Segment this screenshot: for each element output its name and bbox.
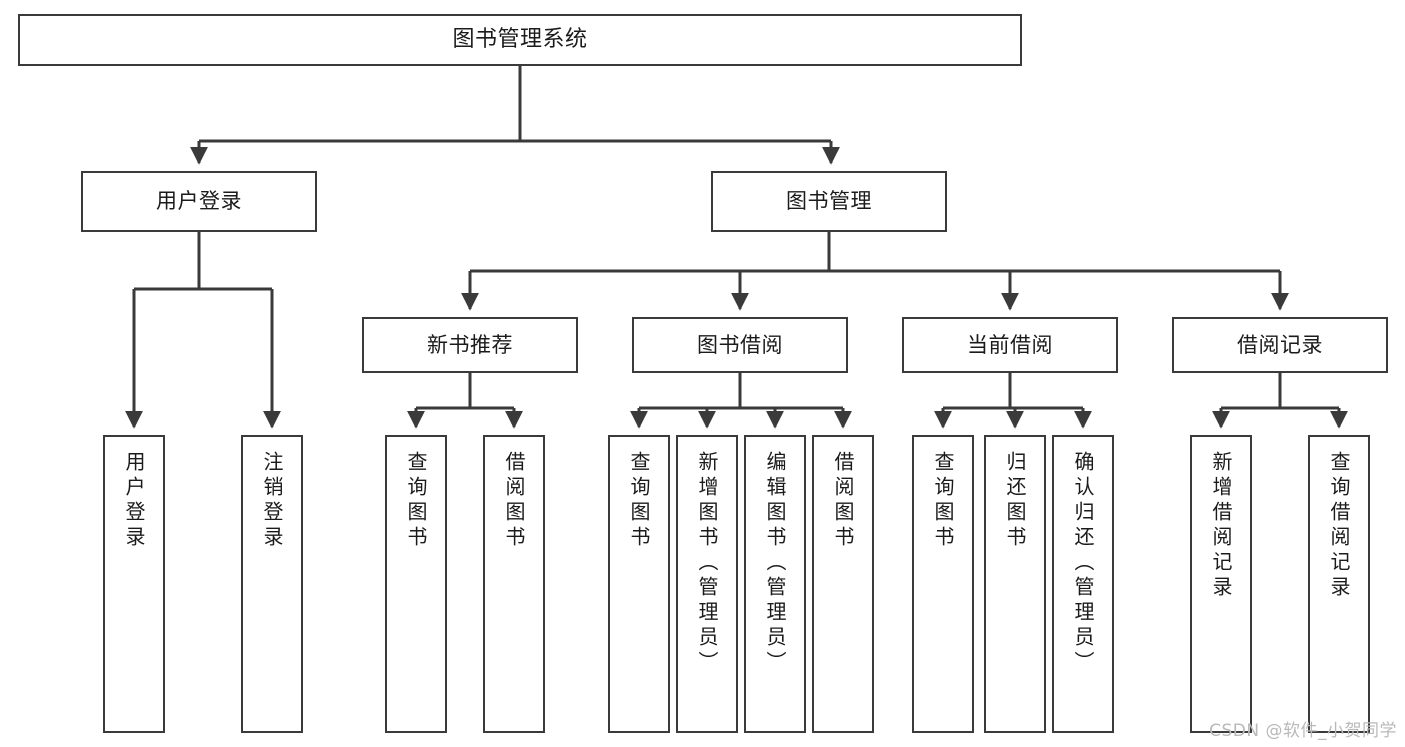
node-leaf-borrow-book-1-label: 借阅图书	[502, 451, 526, 551]
node-leaf-add-record[interactable]: 新增借阅记录	[1190, 435, 1252, 733]
node-leaf-add-book[interactable]: 新增图书（管理员）	[676, 435, 738, 733]
node-root-label: 图书管理系统	[452, 27, 588, 53]
node-leaf-query-book-3[interactable]: 查询图书	[912, 435, 974, 733]
node-leaf-query-book-3-label: 查询图书	[931, 451, 955, 551]
node-root[interactable]: 图书管理系统	[18, 14, 1022, 66]
node-leaf-query-record[interactable]: 查询借阅记录	[1308, 435, 1370, 733]
node-borrow-record-label: 借阅记录	[1237, 332, 1323, 357]
node-borrow-record[interactable]: 借阅记录	[1172, 317, 1388, 373]
node-leaf-user-login-label: 用户登录	[122, 451, 146, 551]
node-leaf-logout-label: 注销登录	[260, 451, 284, 551]
node-book-borrow-label: 图书借阅	[697, 332, 783, 357]
node-leaf-user-login[interactable]: 用户登录	[103, 435, 165, 733]
node-current-borrow[interactable]: 当前借阅	[902, 317, 1118, 373]
node-leaf-add-record-label: 新增借阅记录	[1209, 451, 1233, 601]
watermark: CSDN @软件_小贺同学	[1209, 721, 1397, 741]
node-leaf-borrow-book-1[interactable]: 借阅图书	[483, 435, 545, 733]
node-leaf-confirm-return-label: 确认归还（管理员）	[1071, 451, 1095, 676]
node-leaf-borrow-book-2-label: 借阅图书	[831, 451, 855, 551]
node-leaf-query-record-label: 查询借阅记录	[1327, 451, 1351, 601]
node-leaf-return-book-label: 归还图书	[1003, 451, 1027, 551]
node-leaf-borrow-book-2[interactable]: 借阅图书	[812, 435, 874, 733]
node-new-book-recommend[interactable]: 新书推荐	[362, 317, 578, 373]
node-leaf-return-book[interactable]: 归还图书	[984, 435, 1046, 733]
node-leaf-query-book-2-label: 查询图书	[627, 451, 651, 551]
node-leaf-query-book-1-label: 查询图书	[404, 451, 428, 551]
node-leaf-edit-book[interactable]: 编辑图书（管理员）	[744, 435, 806, 733]
node-book-borrow[interactable]: 图书借阅	[632, 317, 848, 373]
node-leaf-query-book-1[interactable]: 查询图书	[385, 435, 447, 733]
node-leaf-edit-book-label: 编辑图书（管理员）	[763, 451, 787, 676]
node-leaf-query-book-2[interactable]: 查询图书	[608, 435, 670, 733]
node-current-borrow-label: 当前借阅	[967, 332, 1053, 357]
node-leaf-confirm-return[interactable]: 确认归还（管理员）	[1052, 435, 1114, 733]
node-book-manage-label: 图书管理	[786, 189, 872, 214]
node-user-login[interactable]: 用户登录	[81, 171, 317, 232]
node-book-manage[interactable]: 图书管理	[711, 171, 947, 232]
node-user-login-label: 用户登录	[156, 189, 242, 214]
node-leaf-add-book-label: 新增图书（管理员）	[695, 451, 719, 676]
node-new-book-recommend-label: 新书推荐	[427, 332, 513, 357]
node-leaf-logout[interactable]: 注销登录	[241, 435, 303, 733]
